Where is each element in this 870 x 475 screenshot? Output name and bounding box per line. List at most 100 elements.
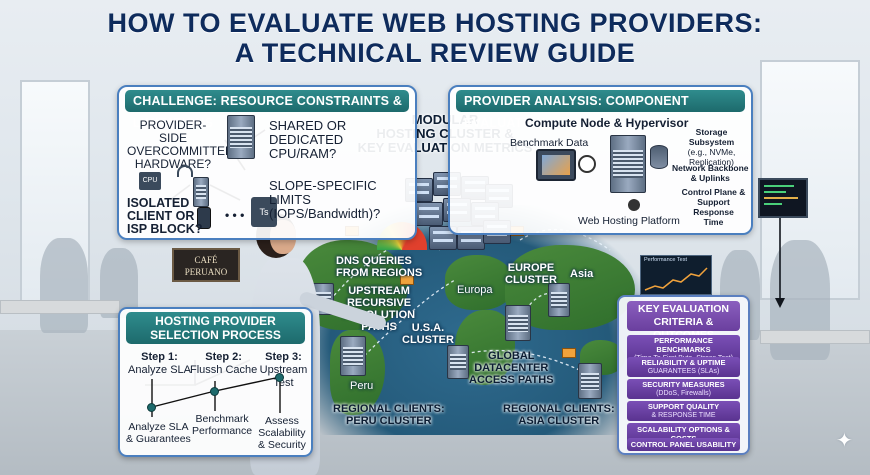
step-dot: [275, 373, 284, 382]
outcome-line: & Security: [258, 439, 306, 451]
storage-label: Storage Subsystem (e.g., NVMe, Replicati…: [672, 127, 751, 167]
laptop-icon: [536, 149, 576, 181]
step-line: Step 2:: [205, 351, 242, 363]
provider-line: Time: [703, 217, 724, 227]
criteria-row-control-panel: CONTROL PANEL USABILITY: [627, 438, 740, 451]
cafe-sign-line: CAFÉ: [194, 255, 218, 265]
challenge-heading: CHALLENGE: RESOURCE CONSTRAINTS & LIMITA…: [125, 90, 409, 130]
server-module-icon: [415, 202, 443, 226]
step-dot: [147, 403, 156, 412]
global-server-icon: [447, 345, 469, 379]
ellipsis-icon: • • •: [225, 208, 245, 222]
cafe-sign-line: PERUANO: [184, 267, 228, 277]
sparkle-icon: ✦: [836, 430, 853, 452]
cpu-chip-icon: CPU: [139, 172, 161, 190]
outcome-line: Scalability: [258, 427, 306, 439]
step-dot: [210, 387, 219, 396]
selection-heading: HOSTING PROVIDER SELECTION PROCESS: [126, 312, 305, 344]
map-label-line: ASIA CLUSTER: [518, 415, 600, 427]
envelope-icon: [562, 348, 576, 358]
envelope-icon: [400, 275, 414, 285]
outcome-line: Performance: [192, 425, 253, 437]
step1-label: Step 1: Analyze SLA: [128, 351, 191, 377]
page-title: HOW TO EVALUATE WEB HOSTING PROVIDERS:: [107, 8, 763, 38]
terminal-line: [764, 191, 786, 193]
outcome-line: Assess: [265, 415, 299, 427]
terminal-line: [764, 203, 782, 205]
provider-panel: PROVIDER ANALYSIS: COMPONENT EVALUATION …: [448, 85, 753, 235]
server-rack-icon: [227, 115, 255, 159]
performance-chart-label: Performance Test: [644, 257, 688, 263]
dns-queries-label: DNS QUERIES FROM REGIONS: [336, 255, 422, 279]
challenge-line: SLOPE-SPECIFIC LIMITS: [269, 178, 377, 207]
map-label-line: REGIONAL CLIENTS:: [333, 403, 445, 415]
stopwatch-icon: [578, 155, 596, 173]
database-icon: [650, 145, 668, 169]
criteria-sub: (DDoS, Firewalls): [656, 390, 711, 397]
criteria-main: RELIABILITY & UPTIME: [641, 358, 726, 367]
provider-heading: PROVIDER ANALYSIS: COMPONENT EVALUATION: [456, 90, 745, 130]
platform-label: Web Hosting Platform: [578, 215, 680, 227]
challenge-line: OVERCOMMITTED: [127, 144, 234, 158]
map-label-line: ACCESS PATHS: [469, 374, 554, 386]
assess-scalability-outcome: Assess Scalability & Security: [258, 415, 306, 451]
map-label-line: PERU CLUSTER: [346, 415, 432, 427]
performance-chart-line: [644, 267, 708, 291]
map-label-line: DATACENTER: [474, 362, 549, 374]
criteria-sub: & RESPONSE TIME: [651, 412, 716, 419]
provider-line: (e.g., NVMe,: [687, 147, 736, 157]
provider-line: Control Plane &: [681, 187, 746, 197]
challenge-line: PROVIDER-SIDE: [139, 118, 207, 145]
compute-server-icon: [610, 135, 646, 193]
phone-icon: [197, 207, 211, 229]
outcome-line: & Guarantees: [126, 433, 191, 445]
outcome-line: Analyze SLA: [128, 421, 189, 433]
office-desk: [0, 300, 120, 314]
isolated-client-text: ISOLATED CLIENT OR ISP BLOCK?: [127, 197, 202, 236]
europe-cluster-label: EUROPE CLUSTER: [505, 262, 557, 286]
gear-icon: [628, 199, 640, 211]
background-person: [40, 238, 88, 333]
laptop-screen: [542, 155, 570, 175]
step-line: Flussh Cache: [190, 364, 258, 376]
map-label-line: UPSTREAM: [348, 285, 410, 297]
step2-label: Step 2: Flussh Cache: [190, 351, 257, 377]
criteria-panel: KEY EVALUATION CRITERIA & OUTCOMES PERFO…: [617, 295, 750, 455]
criteria-heading: KEY EVALUATION CRITERIA & OUTCOMES: [627, 301, 740, 341]
map-label-line: EUROPE: [507, 262, 555, 274]
map-label-line: REGIONAL CLIENTS:: [503, 403, 615, 415]
challenge-line: DEDICATED: [269, 132, 344, 147]
provider-line: Support Response: [693, 197, 734, 217]
client-device-icon: [193, 177, 209, 207]
map-label-line: U.S.A.: [411, 322, 445, 334]
ts-device-icon: Ts: [251, 197, 277, 227]
challenge-line: HARDWARE?: [134, 157, 212, 171]
criteria-row-security: SECURITY MEASURES (DDoS, Firewalls): [627, 379, 740, 399]
map-label-line: GLOBAL: [488, 350, 535, 362]
peru-server-icon: [340, 336, 366, 376]
challenge-line: CLIENT OR: [127, 209, 195, 223]
selection-heading-line: HOSTING PROVIDER: [155, 314, 276, 328]
benchmark-outcome: Benchmark Performance: [192, 413, 252, 437]
page-subtitle: A TECHNICAL REVIEW GUIDE: [234, 38, 636, 68]
overcommitted-text: PROVIDER-SIDE OVERCOMMITTED HARDWARE?: [127, 118, 234, 171]
terminal-monitor: [758, 178, 808, 218]
wifi-icon: [177, 165, 193, 177]
map-label-line: DNS QUERIES: [336, 255, 412, 267]
outcome-line: Benchmark: [195, 413, 249, 425]
analyze-sla-outcome: Analyze SLA & Guarantees: [126, 421, 191, 445]
criteria-main: PERFORMANCE BENCHMARKS: [654, 336, 713, 354]
criteria-main: SECURITY MEASURES: [642, 380, 725, 389]
criteria-sub: GUARANTEES (SLAs): [647, 368, 720, 375]
selection-panel: HOSTING PROVIDER SELECTION PROCESS Step …: [118, 307, 313, 457]
upstream-paths-label: UPSTREAM RECURSIVE RESOLUTION PATHS: [343, 285, 415, 333]
peru-label: Peru: [350, 380, 374, 392]
map-label-line: RECURSIVE: [346, 297, 412, 309]
provider-line: & Uplinks: [690, 173, 730, 183]
step-line: Step 1:: [141, 351, 178, 363]
asia-label: Asia: [570, 268, 594, 280]
control-plane-label: Control Plane & Support Response Time: [676, 187, 751, 227]
challenge-line: ISOLATED: [127, 196, 190, 210]
terminal-line: [764, 197, 798, 199]
performance-chart: Performance Test: [640, 255, 712, 295]
